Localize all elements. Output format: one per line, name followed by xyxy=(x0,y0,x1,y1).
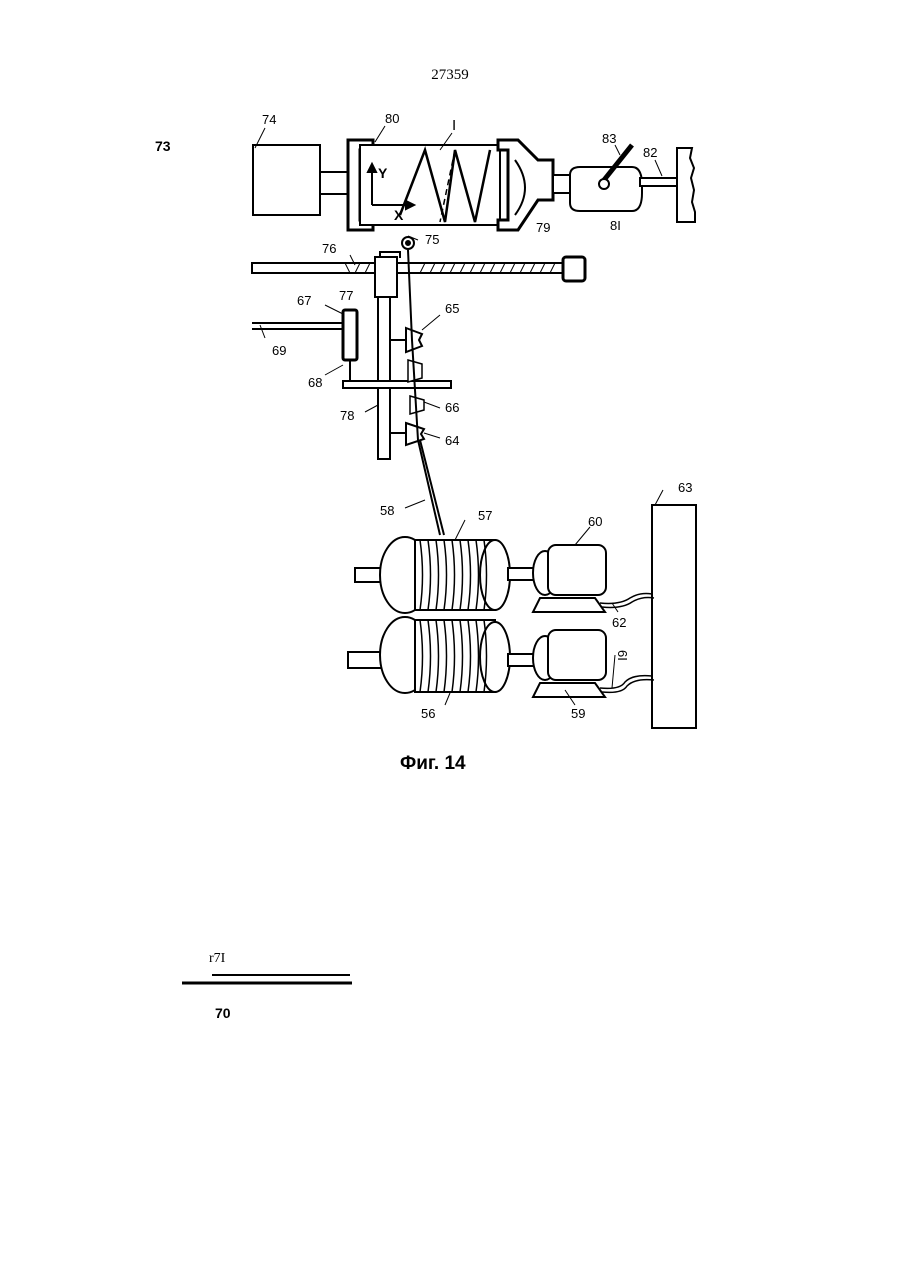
post-78 xyxy=(378,297,390,459)
label-57: 57 xyxy=(478,508,492,523)
roller-65 xyxy=(406,328,422,352)
label-58: 58 xyxy=(380,503,394,518)
label-77: 77 xyxy=(339,288,353,303)
bar-68 xyxy=(343,381,451,388)
label-64: 64 xyxy=(445,433,459,448)
block-74 xyxy=(253,145,320,215)
wire-58 xyxy=(408,250,440,535)
label-75: 75 xyxy=(425,232,439,247)
label-I: I xyxy=(452,117,456,134)
label-69: 69 xyxy=(272,343,286,358)
label-59: 59 xyxy=(571,706,585,721)
label-X: X xyxy=(394,207,404,223)
winding-frame xyxy=(360,145,500,225)
slider-77 xyxy=(375,257,397,297)
label-83: 83 xyxy=(602,131,616,146)
label-82: 82 xyxy=(643,145,657,160)
bottom-rule-lines xyxy=(180,970,360,990)
spool-57-flange-right xyxy=(480,540,510,610)
label-Y: Y xyxy=(378,165,388,181)
label-8I: 8I xyxy=(610,218,621,233)
label-66: 66 xyxy=(445,400,459,415)
rail-end-knob xyxy=(563,257,585,281)
label-6I: 6I xyxy=(615,650,630,661)
label-65: 65 xyxy=(445,301,459,316)
label-63: 63 xyxy=(678,480,692,495)
figure-caption: Фиг. 14 xyxy=(400,753,466,775)
label-60: 60 xyxy=(588,514,602,529)
wall-82 xyxy=(677,148,695,222)
controller-63 xyxy=(652,505,696,728)
label-68: 68 xyxy=(308,375,322,390)
motor-59 xyxy=(548,630,606,680)
label-r7i: r7I xyxy=(209,951,225,967)
shaft-74 xyxy=(320,172,348,194)
motor-60 xyxy=(548,545,606,595)
label-62: 62 xyxy=(612,615,626,630)
label-76: 76 xyxy=(322,241,336,256)
label-74: 74 xyxy=(262,112,276,127)
label-78: 78 xyxy=(340,408,354,423)
label-70: 70 xyxy=(215,1005,231,1021)
label-80: 80 xyxy=(385,111,399,126)
label-67: 67 xyxy=(297,293,311,308)
label-79: 79 xyxy=(536,220,550,235)
knob-67 xyxy=(343,310,357,360)
label-56: 56 xyxy=(421,706,435,721)
